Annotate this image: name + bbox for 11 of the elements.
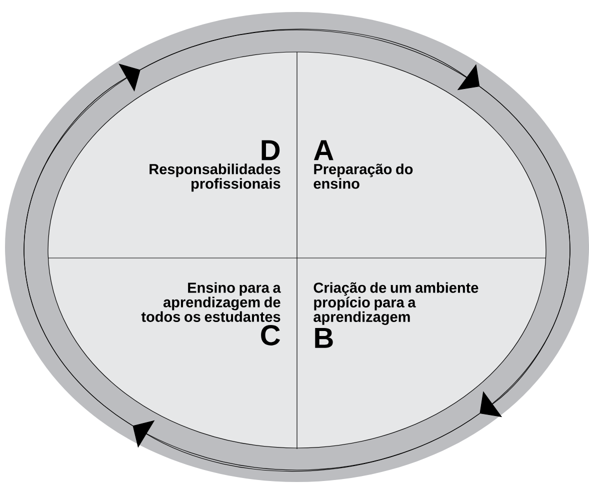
node-label: A xyxy=(314,140,334,160)
node-label: D xyxy=(262,140,280,160)
arrow xyxy=(132,413,480,472)
arrow xyxy=(24,64,140,426)
node-label: Preparação do ensino xyxy=(314,164,413,189)
node-label: B xyxy=(315,328,333,348)
arrow xyxy=(479,86,570,418)
node-label: Ensino para a aprendizagem de todos os estudantes xyxy=(141,282,281,322)
node-label: Criação de um ambiente propício para a aprendizagem xyxy=(314,282,478,325)
node-label: C xyxy=(261,324,280,346)
node-label: Responsabilidades profissionais xyxy=(150,164,280,192)
